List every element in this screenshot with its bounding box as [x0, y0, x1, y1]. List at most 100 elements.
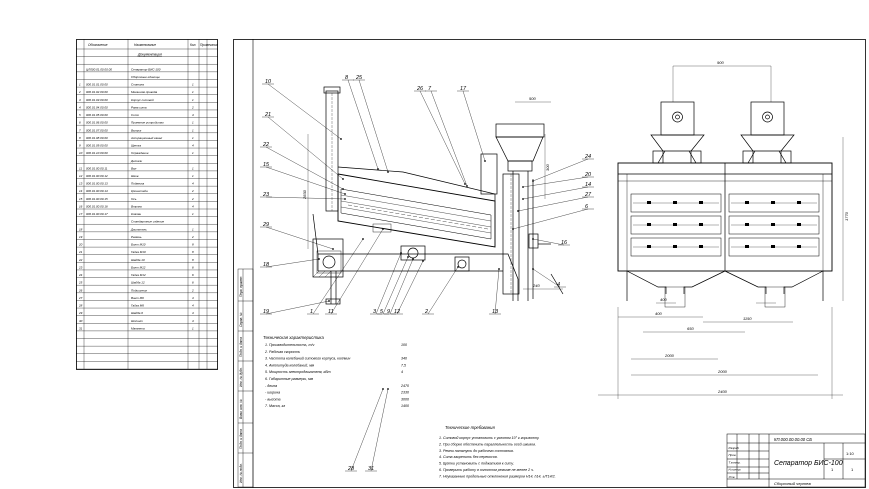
- title-block-sheet: 1: [831, 467, 834, 472]
- spec-row-name: Сепаратор БИС-100: [131, 67, 161, 71]
- spec-row-qty: 4: [192, 182, 194, 186]
- dimension-value: 2400: [717, 389, 728, 394]
- spec-header: Кол.: [190, 43, 196, 47]
- spec-row-code: 000.01.00.00.15: [86, 197, 108, 201]
- tech-line-value: 100: [401, 343, 407, 347]
- side-strip-label: Подп. и дата: [239, 429, 243, 449]
- tech-title: Техническая характеристика: [263, 335, 324, 340]
- callout-number: 11: [328, 309, 334, 315]
- notes-line: 4. Сита закрепить без перекосов.: [439, 455, 498, 459]
- spec-row-code: 000.01.10.00.00: [86, 151, 108, 155]
- side-strip-label: Справ. №: [239, 312, 243, 327]
- spec-row-code: 000.01.04.00.00: [86, 105, 108, 109]
- dimension-value: 650: [687, 326, 694, 331]
- side-strip-label: Взам. инв. №: [239, 399, 243, 419]
- spec-row-name: Шайба 12: [131, 281, 145, 285]
- spec-row-qty: 1: [192, 326, 194, 330]
- spec-row-qty: 1: [192, 227, 194, 231]
- spec-row-name: Выпуск: [131, 128, 142, 132]
- spec-row-code: 000.01.01.00.00: [86, 83, 108, 87]
- tech-line-value: 1400: [401, 404, 409, 408]
- spec-row-name: Ограждение: [131, 151, 149, 155]
- title-block-name: Сепаратор БИС-100: [774, 460, 843, 467]
- callout-number: 14: [585, 182, 591, 188]
- dimension-value: 900: [717, 60, 724, 65]
- spec-row-pos: 27: [78, 296, 83, 300]
- spec-row-qty: 4: [192, 144, 194, 148]
- callout-number: 27: [584, 192, 592, 198]
- spec-row-qty: 1: [192, 83, 194, 87]
- spec-row-pos: 26: [78, 288, 83, 292]
- spec-row-pos: 7: [79, 128, 81, 132]
- spec-row-name: Болт М10: [131, 243, 146, 247]
- tech-line-key: 6. Габаритные размеры, мм: [265, 377, 314, 381]
- tech-line-value: 4: [401, 370, 403, 374]
- tech-line-value: 340: [401, 357, 407, 361]
- spec-row-pos: 25: [78, 281, 83, 285]
- spec-row-name: Механизм привода: [131, 90, 158, 94]
- spec-row-pos: 23: [78, 265, 83, 269]
- spec-row-pos: 10: [79, 151, 83, 155]
- callout-number: 19: [263, 309, 269, 315]
- callout-number: 18: [263, 262, 270, 268]
- dimension-value: 2830: [302, 189, 307, 200]
- spec-section-title: Документация: [137, 52, 162, 56]
- spec-row-name: Клапан: [131, 212, 141, 216]
- tech-line-value: 2330: [400, 391, 409, 395]
- spec-row-code: 000.01.07.00.00: [86, 128, 108, 132]
- tech-line-value: 2470: [400, 384, 409, 388]
- title-block-role: Утв.: [729, 475, 736, 479]
- spec-row-pos: 30: [79, 319, 83, 323]
- spec-row-qty: 4: [192, 311, 194, 315]
- title-block-code: КП.000.00.00.00 СБ: [774, 437, 812, 442]
- tech-line-value: 3000: [401, 397, 409, 401]
- callout-number: 21: [264, 112, 271, 118]
- spec-row-qty: 6: [192, 273, 194, 277]
- spec-row-pos: 9: [79, 144, 81, 148]
- spec-row-pos: 12: [79, 174, 83, 178]
- spec-row-qty: 1: [192, 166, 194, 170]
- spec-row-qty: 8: [192, 250, 194, 254]
- spec-row-code: 000.01.00.00.16: [86, 204, 108, 208]
- notes-line: 3. Ремни натянуть до рабочего состояния.: [439, 449, 514, 453]
- spec-row-name: Кронштейн: [131, 189, 148, 193]
- notes-line: 7. Неуказанные предельные отклонения раз…: [439, 474, 556, 478]
- spec-row-name: Гайка М6: [131, 304, 144, 308]
- spec-row-pos: 15: [79, 197, 83, 201]
- dimension-value: 240: [532, 283, 540, 288]
- spec-row-qty: 4: [192, 296, 194, 300]
- spec-row-pos: 11: [79, 166, 82, 170]
- title-block-sheets: 1: [851, 467, 854, 472]
- side-strip-label: Инв. № подл.: [239, 463, 243, 483]
- spec-row-pos: 20: [78, 243, 83, 247]
- spec-row-pos: 3: [79, 98, 81, 102]
- spec-row-pos: 2: [78, 90, 81, 94]
- dimension-value: 2000: [717, 369, 728, 374]
- spec-row-code: 000.01.00.00.14: [86, 189, 108, 193]
- callout-number: 1: [310, 309, 313, 315]
- notes-line: 5. Щетки установить с поджатием к ситу.: [439, 462, 514, 466]
- spec-row-code: 000.01.09.00.00: [86, 144, 108, 148]
- spec-row-name: Гайка М12: [131, 273, 146, 277]
- dimension-value: 1150: [743, 316, 752, 321]
- spec-header: Наименование: [134, 43, 156, 47]
- tech-line-key: 5. Мощность электродвигателя, кВт: [265, 370, 331, 374]
- spec-row-pos: 5: [79, 113, 81, 117]
- spec-row-name: Шайба 6: [131, 311, 143, 315]
- tech-line-value: 7,5: [401, 363, 406, 367]
- spec-row-pos: 24: [78, 273, 83, 277]
- callout-number: 22: [262, 142, 269, 148]
- spec-row-qty: 1: [192, 174, 194, 178]
- spec-row-name: Ось: [131, 197, 137, 201]
- spec-row-pos: 28: [78, 304, 83, 308]
- spec-row-name: Вал: [131, 166, 137, 170]
- spec-row-pos: 14: [79, 189, 83, 193]
- callout-number: 24: [584, 154, 591, 160]
- title-block-scale: 1:10: [846, 451, 855, 456]
- spec-row-qty: 2: [191, 189, 194, 193]
- spec-row-qty: 4: [192, 113, 194, 117]
- spec-row-code: ЦЛ000.01.00.00.00: [86, 67, 112, 71]
- spec-row-code: 000.01.00.00.11: [86, 166, 108, 170]
- spec-row-pos: 21: [78, 250, 83, 254]
